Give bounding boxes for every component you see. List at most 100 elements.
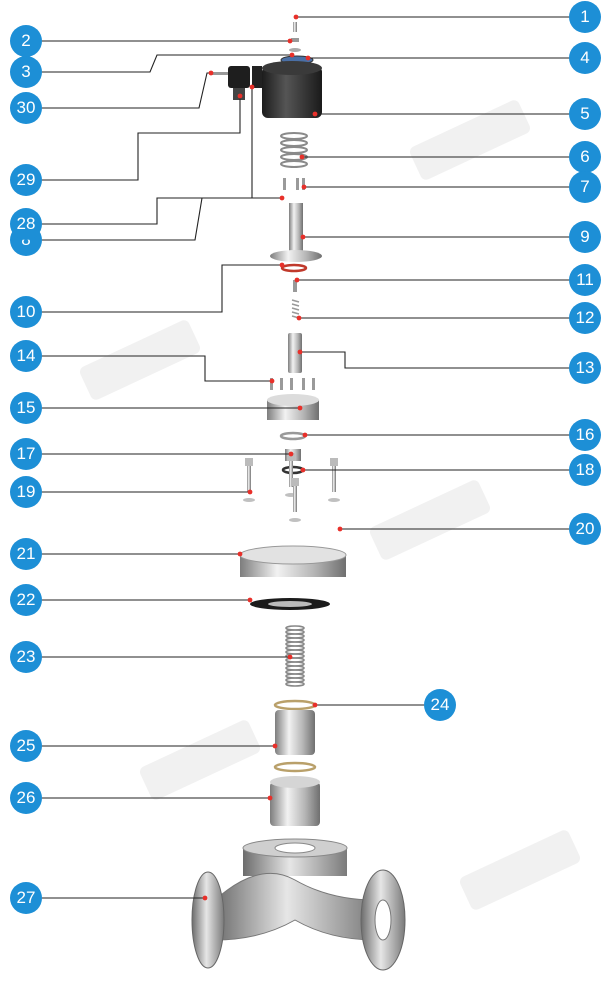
callout-badge: 2 <box>10 25 42 57</box>
leader-dot <box>267 795 273 801</box>
leader-dot <box>247 489 253 495</box>
leader-dot <box>337 526 343 532</box>
part-connector-screw <box>210 72 228 75</box>
leader-dot <box>302 432 308 438</box>
callout-badge: 5 <box>569 98 601 130</box>
part-seal-ring <box>273 699 317 711</box>
leader-line <box>41 96 241 181</box>
watermark-mark <box>139 720 261 800</box>
leader-dot <box>202 895 208 901</box>
part-bolt-shaft <box>332 466 336 492</box>
part-plunger-pin <box>293 280 297 292</box>
leader-dot <box>237 93 243 99</box>
callout-badge: 6 <box>569 141 601 173</box>
callout-badge: 19 <box>10 476 42 508</box>
callout-badge: 17 <box>10 438 42 470</box>
part-small-spring <box>291 311 300 315</box>
leader-dot <box>269 378 275 384</box>
part-body-port <box>374 899 392 941</box>
part-small-spring <box>291 307 300 311</box>
part-screw <box>302 178 305 190</box>
part-small-spring <box>291 299 300 303</box>
part-bonnet-top <box>239 545 347 565</box>
leader-dot <box>300 467 306 473</box>
leader-dot <box>287 654 293 660</box>
part-small-spring <box>291 303 300 307</box>
leader-dot <box>312 111 318 117</box>
part-guide-tube <box>289 203 303 255</box>
part-connector <box>228 66 250 88</box>
part-screw <box>280 378 283 390</box>
leader-dot <box>312 702 318 708</box>
callout-badge: 27 <box>10 882 42 914</box>
part-bolt-head <box>291 478 299 486</box>
callout-badge: 15 <box>10 392 42 424</box>
watermark-mark <box>79 320 201 400</box>
part-seal-ring <box>273 761 317 773</box>
part-screw <box>270 378 273 390</box>
callout-badge: 10 <box>10 296 42 328</box>
part-bolt-head <box>287 453 295 461</box>
callout-badge: 20 <box>569 513 601 545</box>
leader-dot <box>305 55 311 61</box>
leader-dot <box>294 277 300 283</box>
part-seal-ring <box>279 431 307 441</box>
leader-dot <box>279 195 285 201</box>
watermark-mark <box>459 830 581 910</box>
callout-badge: 28 <box>10 208 42 240</box>
part-spring-coil <box>280 160 308 168</box>
part-screw <box>302 378 305 390</box>
part-bolt-shaft <box>293 486 297 512</box>
callout-badge: 21 <box>10 538 42 570</box>
part-spring-coil <box>280 139 308 147</box>
leader-dot <box>299 154 305 160</box>
callout-badge: 1 <box>569 1 601 33</box>
callout-badge: 4 <box>569 42 601 74</box>
part-guide-flange <box>270 250 322 262</box>
part-washer <box>289 518 301 522</box>
part-screw <box>312 378 315 390</box>
callout-badge: 23 <box>10 641 42 673</box>
part-solenoid-top <box>262 61 322 75</box>
part-bolt-shaft <box>289 461 293 487</box>
callout-badge: 12 <box>569 302 601 334</box>
callout-badge: 3 <box>10 56 42 88</box>
part-washer <box>289 48 301 52</box>
leader-dot <box>279 262 285 268</box>
leader-line <box>41 264 282 313</box>
leader-dot <box>272 743 278 749</box>
part-solenoid-coil <box>262 66 322 118</box>
callout-badge: 14 <box>10 340 42 372</box>
part-core-rod <box>288 333 302 373</box>
part-diaphragm-hole <box>268 601 312 607</box>
callout-badge: 18 <box>569 454 601 486</box>
part-piston <box>275 710 315 755</box>
callout-badge: 13 <box>569 352 601 384</box>
leader-lines-layer <box>41 16 570 899</box>
part-screw <box>290 378 293 390</box>
part-o-ring <box>280 263 308 273</box>
watermark-mark <box>409 100 531 180</box>
part-screw <box>296 178 299 190</box>
part-bolt-head <box>330 458 338 466</box>
leader-dots-layer <box>202 14 343 901</box>
parts-layer <box>191 22 406 971</box>
leader-dot <box>297 405 303 411</box>
part-screw <box>283 178 286 190</box>
callout-badge: 22 <box>10 584 42 616</box>
leader-dot <box>208 70 214 76</box>
part-bolt-shaft <box>247 466 251 492</box>
callout-badge: 16 <box>569 419 601 451</box>
leader-dot <box>287 38 293 44</box>
part-connector-plate <box>252 66 262 88</box>
part-nut <box>291 38 299 42</box>
part-spring-coil <box>280 146 308 154</box>
callout-badge: 24 <box>424 689 456 721</box>
part-sleeve <box>270 782 320 826</box>
part-body-left-flange <box>191 871 225 969</box>
leader-dot <box>237 551 243 557</box>
part-sleeve-top <box>270 776 320 788</box>
callout-badge: 11 <box>569 264 601 296</box>
part-washer <box>243 498 255 502</box>
